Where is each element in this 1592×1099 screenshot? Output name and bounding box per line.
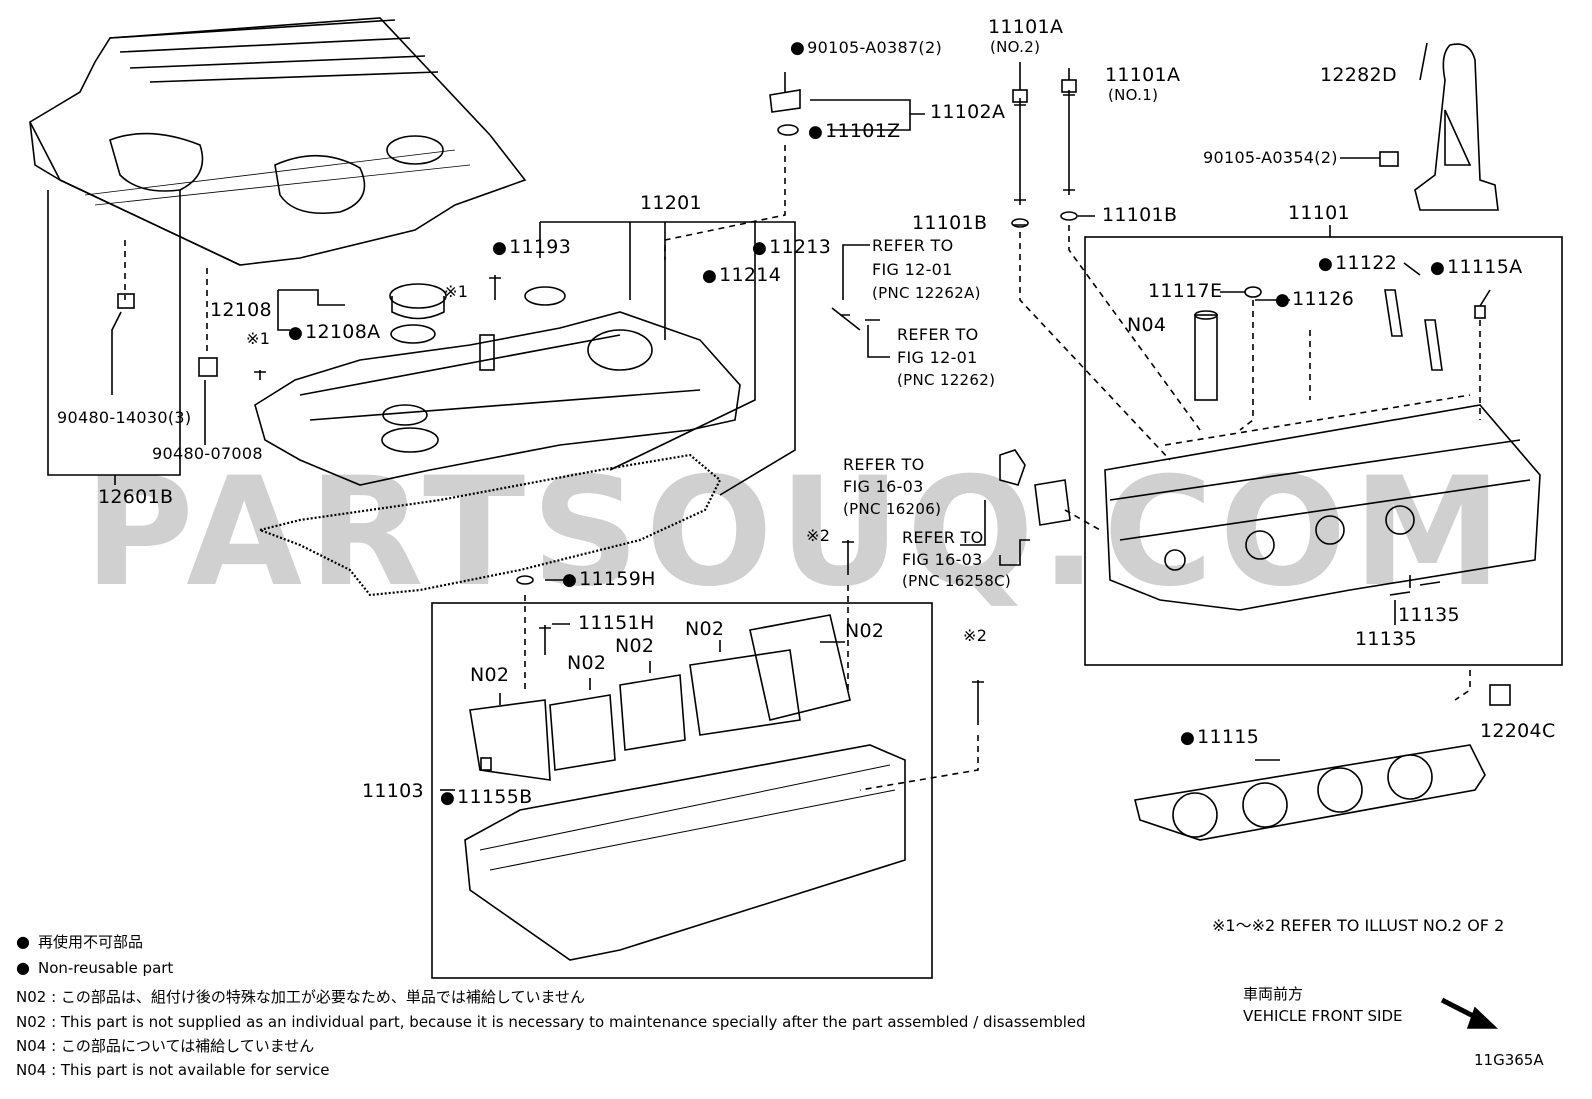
engine-cover-drawing [28, 17, 527, 266]
part-label-N02-4: N02 [685, 618, 725, 640]
part-label-11117E: 11117E [1148, 280, 1223, 302]
part-label-11102A: 11102A [930, 101, 1006, 123]
part-label-11135-a: 11135 [1398, 604, 1460, 626]
legend-n02-en: N02 : This part is not supplied as an in… [16, 1013, 1086, 1031]
refer-note: ※1～※2 REFER TO ILLUST NO.2 OF 2 [1212, 916, 1505, 935]
part-label-11101A-no1-sub: (NO.1) [1108, 86, 1159, 104]
part-label-11135-b: 11135 [1355, 628, 1417, 650]
part-label-11101A-no2-sub: (NO.2) [990, 38, 1041, 56]
refer-12262A-line1: REFER TO [872, 236, 954, 255]
refer-12262A-line3: (PNC 12262A) [872, 284, 981, 302]
refer-16206-line2: FIG 16-03 [843, 477, 924, 496]
part-label-11101Z: 11101Z [808, 120, 900, 142]
ref-mark-1a: ※1 [444, 282, 469, 301]
part-label-N02-3: N02 [615, 635, 655, 657]
part-label-11101A-no1: 11101A [1105, 64, 1181, 86]
part-label-11101A-no2: 11101A [988, 16, 1064, 38]
refer-12262-line2: FIG 12-01 [897, 348, 978, 367]
part-label-N04: N04 [1127, 314, 1167, 336]
refer-16206-line3: (PNC 16206) [843, 500, 942, 518]
part-label-N02-1: N02 [470, 664, 510, 686]
refer-16206-line1: REFER TO [843, 455, 925, 474]
part-label-12282D: 12282D [1320, 64, 1397, 86]
part-label-11155B: 11155B [440, 786, 532, 808]
part-label-11101B-left: 11101B [912, 212, 988, 234]
refer-12262A-line2: FIG 12-01 [872, 260, 953, 279]
part-label-11214: 11214 [702, 264, 781, 286]
part-label-11213: 11213 [752, 236, 831, 258]
ref-mark-1b: ※1 [246, 329, 271, 348]
cylinder-head-drawing [1104, 286, 1541, 611]
legend-n02-jp: N02 : この部品は、組付け後の特殊な加工が必要なため、単品では補給していませ… [16, 988, 586, 1006]
head-gasket-drawing [1134, 744, 1486, 841]
part-label-11201: 11201 [640, 192, 702, 214]
part-label-11159H: 11159H [562, 568, 656, 590]
part-label-N02-2: N02 [567, 652, 607, 674]
ref-mark-2b: ※2 [963, 626, 988, 645]
valve-cover-drawing [254, 311, 741, 486]
front-side-jp: 車両前方 [1243, 985, 1304, 1003]
legend-nonreusable-en: ●Non-reusable part [16, 958, 174, 977]
front-side-en: VEHICLE FRONT SIDE [1243, 1007, 1403, 1025]
refer-16258C-line2: FIG 16-03 [902, 550, 983, 569]
illustration-number: 11G365A [1474, 1051, 1544, 1069]
part-label-11115: 11115 [1180, 726, 1259, 748]
part-label-11126: 11126 [1275, 288, 1354, 310]
part-label-90105-A0387: 90105-A0387(2) [790, 38, 942, 57]
part-label-11151H: 11151H [578, 612, 655, 634]
part-label-90105-A0354: 90105-A0354(2) [1203, 148, 1338, 167]
ref-mark-2a: ※2 [806, 526, 831, 545]
part-label-11101B-right: 11101B [1102, 204, 1178, 226]
part-label-N02-5: N02 [845, 620, 885, 642]
part-label-11101: 11101 [1288, 202, 1350, 224]
part-label-90480-07008: 90480-07008 [152, 444, 263, 463]
part-label-12108A: 12108A [288, 321, 380, 343]
part-label-12601B: 12601B [98, 486, 174, 508]
part-label-11193: 11193 [492, 236, 571, 258]
part-label-12204C: 12204C [1480, 720, 1556, 742]
part-label-12108: 12108 [210, 299, 272, 321]
part-label-11103: 11103 [362, 780, 424, 802]
legend-n04-en: N04 : This part is not available for ser… [16, 1061, 330, 1079]
part-label-11115A: 11115A [1430, 256, 1522, 278]
part-label-11122: 11122 [1318, 252, 1397, 274]
legend-nonreusable-jp: ●再使用不可部品 [16, 932, 143, 951]
part-label-90480-14030: 90480-14030(3) [57, 408, 192, 427]
refer-12262-line1: REFER TO [897, 325, 979, 344]
refer-12262-line3: (PNC 12262) [897, 371, 996, 389]
legend-n04-jp: N04 : この部品については補給していません [16, 1037, 315, 1055]
refer-16258C-line3: (PNC 16258C) [902, 572, 1012, 590]
camshaft-housing-drawing [464, 540, 906, 961]
refer-16258C-line1: REFER TO [902, 528, 984, 547]
